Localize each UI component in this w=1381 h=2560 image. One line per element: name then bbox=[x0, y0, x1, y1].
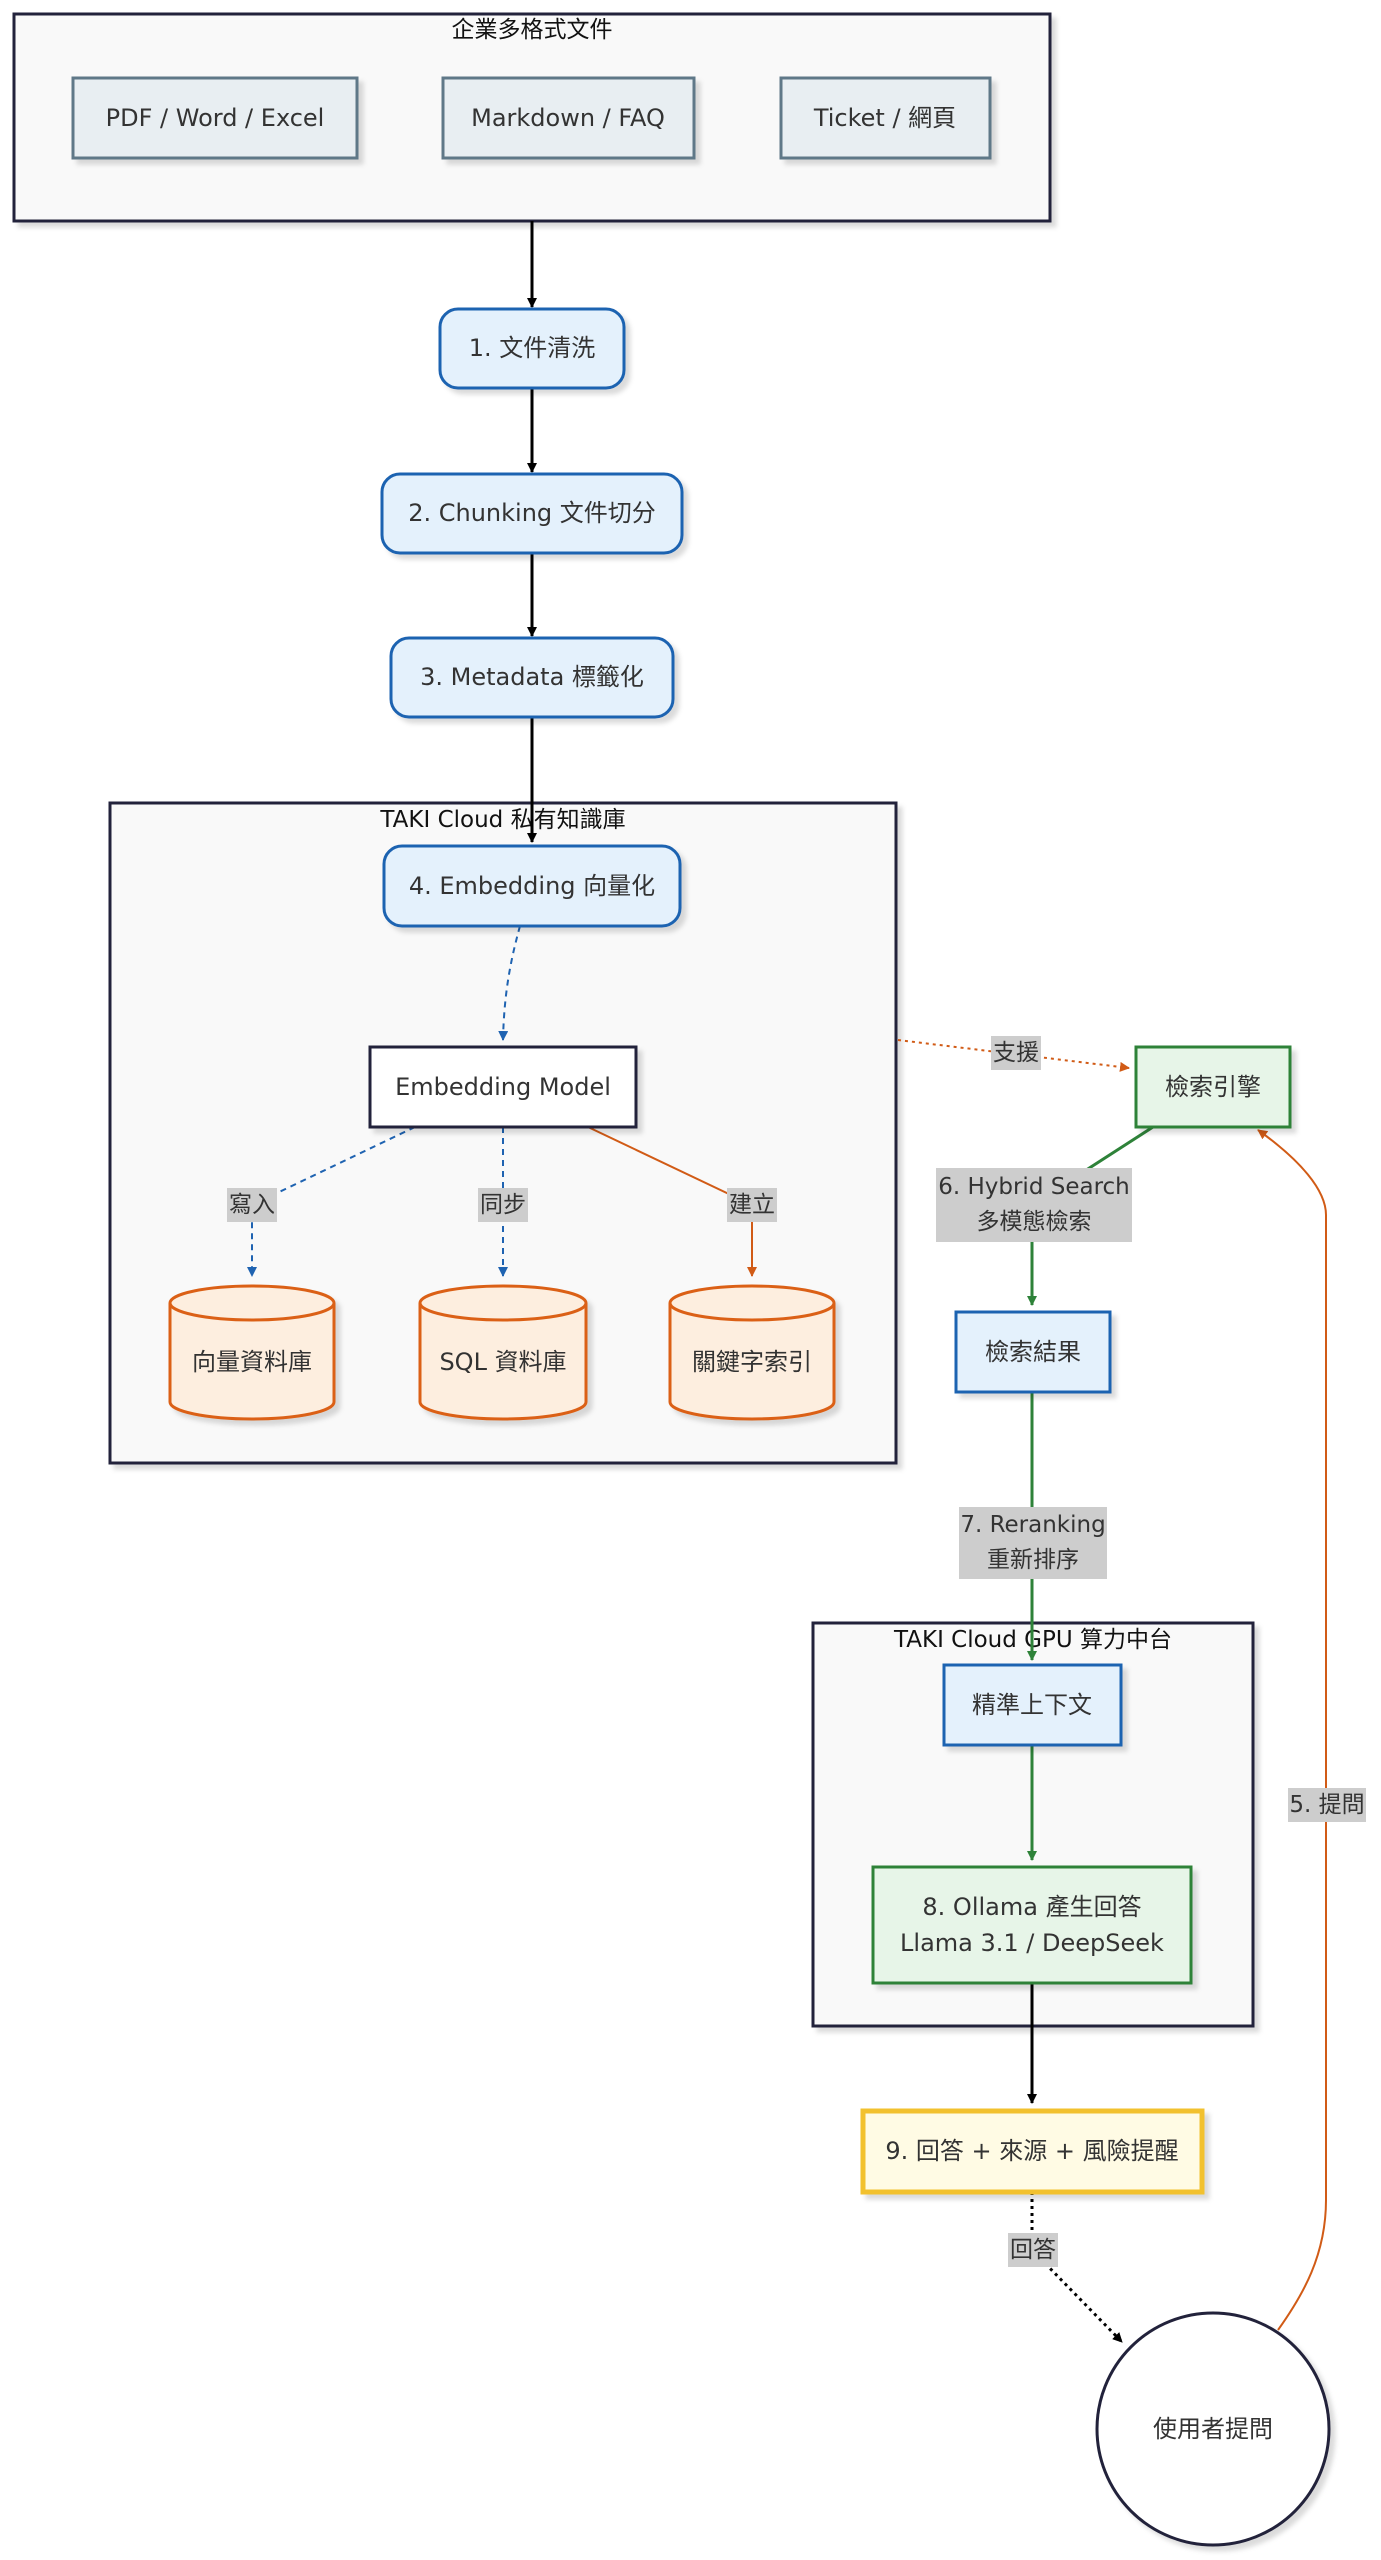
node-search-results-label: 檢索結果 bbox=[985, 1338, 1081, 1366]
node-step3-metadata: 3. Metadata 標籤化 bbox=[389, 636, 675, 719]
edge-label-build-text: 建立 bbox=[729, 1192, 775, 1218]
edge-label-sync-text: 同步 bbox=[480, 1192, 526, 1218]
edge-label-reply-text: 回答 bbox=[1010, 2237, 1056, 2263]
node-precise-context: 精準上下文 bbox=[942, 1663, 1123, 1747]
edge-label-write: 寫入 bbox=[227, 1188, 277, 1222]
node-ollama: 8. Ollama 產生回答 Llama 3.1 / DeepSeek bbox=[871, 1865, 1193, 1985]
edge-label-sync: 同步 bbox=[478, 1188, 528, 1222]
edge-label-reply: 回答 bbox=[1008, 2233, 1058, 2267]
edge-step4-to-model bbox=[498, 925, 521, 1041]
node-search-results: 檢索結果 bbox=[954, 1310, 1112, 1394]
node-ticket-web: Ticket / 網頁 bbox=[779, 76, 992, 160]
node-sql-db: SQL 資料庫 bbox=[418, 1284, 588, 1421]
edge-label-hybrid-search: 6. Hybrid Search 多模態檢索 bbox=[936, 1168, 1132, 1242]
edge-user-ask-engine bbox=[1257, 1129, 1327, 2331]
node-pdf-word-excel: PDF / Word / Excel bbox=[71, 76, 359, 160]
edge-label-reranking: 7. Reranking 重新排序 bbox=[959, 1507, 1107, 1579]
node-vector-db-label: 向量資料庫 bbox=[192, 1348, 312, 1376]
node-answer: 9. 回答 + 來源 + 風險提醒 bbox=[860, 2108, 1205, 2195]
edge-label-hybrid-line1: 6. Hybrid Search bbox=[938, 1174, 1130, 1200]
node-answer-label: 9. 回答 + 來源 + 風險提醒 bbox=[885, 2137, 1178, 2165]
edge-label-hybrid-line2: 多模態檢索 bbox=[977, 1209, 1092, 1235]
node-embedding-model: Embedding Model bbox=[368, 1045, 638, 1129]
node-vector-db: 向量資料庫 bbox=[168, 1284, 336, 1421]
node-user: 使用者提問 bbox=[1095, 2311, 1331, 2547]
node-step3-label: 3. Metadata 標籤化 bbox=[420, 663, 644, 691]
edge-label-build: 建立 bbox=[727, 1188, 777, 1222]
node-step4-embedding: 4. Embedding 向量化 bbox=[382, 844, 682, 928]
node-search-engine-label: 檢索引擎 bbox=[1165, 1073, 1261, 1101]
node-step1-label: 1. 文件清洗 bbox=[469, 334, 596, 362]
node-step2-label: 2. Chunking 文件切分 bbox=[408, 499, 656, 527]
node-ticket-web-label: Ticket / 網頁 bbox=[813, 104, 956, 132]
node-embedding-model-label: Embedding Model bbox=[395, 1073, 611, 1101]
node-pdf-word-excel-label: PDF / Word / Excel bbox=[106, 104, 325, 132]
node-step1-cleaning: 1. 文件清洗 bbox=[438, 307, 626, 390]
edge-label-support: 支援 bbox=[991, 1036, 1041, 1070]
edge-label-support-text: 支援 bbox=[993, 1040, 1039, 1066]
edge-label-rerank-line1: 7. Reranking bbox=[960, 1512, 1105, 1538]
group-knowledge-base-title: TAKI Cloud 私有知識庫 bbox=[379, 807, 625, 833]
node-step2-chunking: 2. Chunking 文件切分 bbox=[380, 472, 684, 555]
group-sources-title: 企業多格式文件 bbox=[452, 17, 613, 43]
node-user-label: 使用者提問 bbox=[1153, 2415, 1273, 2443]
node-ollama-label-line2: Llama 3.1 / DeepSeek bbox=[900, 1929, 1164, 1957]
node-ollama-label-line1: 8. Ollama 產生回答 bbox=[922, 1893, 1141, 1921]
node-precise-context-label: 精準上下文 bbox=[972, 1691, 1092, 1719]
edge-label-ask-text: 5. 提問 bbox=[1289, 1792, 1364, 1818]
node-keyword-index-label: 關鍵字索引 bbox=[692, 1348, 812, 1376]
node-search-engine: 檢索引擎 bbox=[1134, 1045, 1292, 1129]
node-sql-db-label: SQL 資料庫 bbox=[439, 1348, 566, 1376]
node-step4-label: 4. Embedding 向量化 bbox=[409, 872, 655, 900]
node-markdown-faq-label: Markdown / FAQ bbox=[471, 104, 665, 132]
node-keyword-index: 關鍵字索引 bbox=[668, 1284, 836, 1421]
edge-label-ask: 5. 提問 bbox=[1288, 1788, 1366, 1822]
edge-label-rerank-line2: 重新排序 bbox=[987, 1547, 1079, 1573]
node-markdown-faq: Markdown / FAQ bbox=[441, 76, 696, 160]
edge-label-write-text: 寫入 bbox=[229, 1192, 275, 1218]
